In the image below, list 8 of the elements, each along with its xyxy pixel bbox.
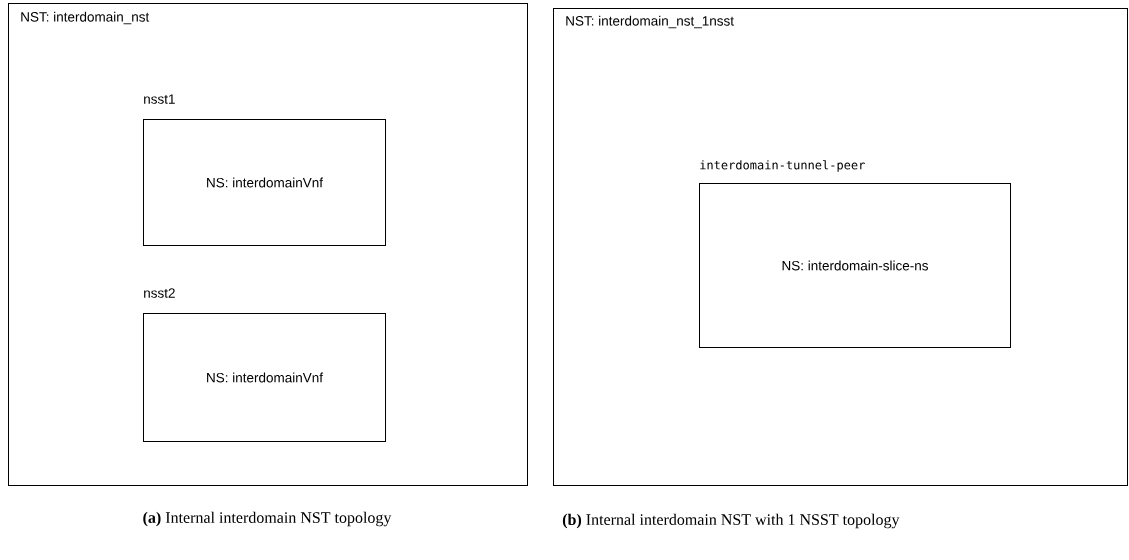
caption: (a) Internal interdomain NST topology (143, 511, 392, 527)
caption: (b) Internal interdomain NST with 1 NSST topology (562, 513, 900, 529)
nested-box: nsst2 NS: interdomainVnf (143, 288, 386, 442)
node-label: nsst2 (144, 288, 175, 298)
nested-box: nsst1 NS: interdomainVnf (143, 94, 386, 246)
node-label: interdomain-tunnel-peer (700, 160, 865, 172)
node-label: nsst1 (144, 94, 175, 104)
nested-box: interdomain-tunnel-peer NS: interdomain-slice-ns (699, 160, 1011, 348)
